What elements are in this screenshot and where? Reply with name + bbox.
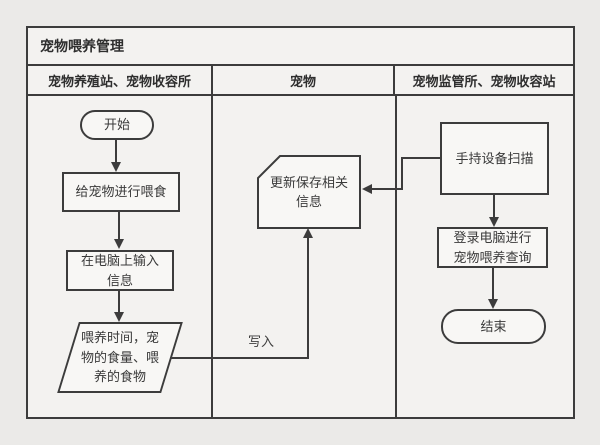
node-label: 开始 <box>103 117 130 133</box>
node-label: 登录电脑进行宠物喂养查询 <box>453 230 532 265</box>
node-feed-pet: 给宠物进行喂食 <box>62 172 180 212</box>
arrowhead-down-icon <box>114 312 124 322</box>
arrowhead-up-icon <box>303 228 313 238</box>
edge-segment <box>170 357 309 359</box>
edge-segment <box>372 188 403 190</box>
lane-divider-2 <box>395 96 397 417</box>
node-label-wrap: 更新保存相关信息 <box>257 155 361 229</box>
node-handheld-scan: 手持设备扫描 <box>440 122 549 195</box>
lane-header-row: 宠物养殖站、宠物收容所 宠物 宠物监管所、宠物收容站 <box>28 66 573 96</box>
arrowhead-down-icon <box>489 217 499 227</box>
node-end: 结束 <box>441 309 546 344</box>
node-input-info-on-computer: 在电脑上输入信息 <box>66 250 174 291</box>
node-label: 给宠物进行喂食 <box>75 184 167 200</box>
node-label: 更新保存相关信息 <box>269 174 348 210</box>
node-start: 开始 <box>80 110 154 140</box>
arrowhead-left-icon <box>362 184 372 194</box>
arrowhead-down-icon <box>488 299 498 309</box>
edge-segment <box>492 267 494 300</box>
lane-divider-1 <box>211 96 213 417</box>
lane-header-pet: 宠物 <box>213 66 395 94</box>
node-login-query: 登录电脑进行宠物喂养查询 <box>437 227 548 268</box>
lane-label: 宠物养殖站、宠物收容所 <box>47 73 191 89</box>
edge-segment <box>493 195 495 218</box>
edge-label-write: 写入 <box>248 334 275 349</box>
node-label: 手持设备扫描 <box>455 150 534 166</box>
node-label-wrap: 喂养时间，宠物的食量、喂养的食物 <box>57 322 183 393</box>
edge-segment <box>118 211 120 240</box>
node-label: 结束 <box>480 318 507 334</box>
diagram-title-bar: 宠物喂养管理 <box>28 28 573 66</box>
edge-segment <box>115 139 117 163</box>
edge-segment <box>307 237 309 359</box>
edge-segment <box>118 291 120 313</box>
lane-header-supervision-station: 宠物监管所、宠物收容站 <box>395 66 573 94</box>
diagram-title: 宠物喂养管理 <box>40 38 124 54</box>
edge-segment <box>401 157 403 190</box>
edge-segment <box>401 157 440 159</box>
node-feeding-data-parallelogram: 喂养时间，宠物的食量、喂养的食物 <box>57 322 183 393</box>
node-update-save-info: 更新保存相关信息 <box>257 155 361 229</box>
arrowhead-down-icon <box>111 162 121 172</box>
arrowhead-down-icon <box>114 239 124 249</box>
lane-label: 宠物 <box>289 73 316 89</box>
node-label: 喂养时间，宠物的食量、喂养的食物 <box>80 330 159 385</box>
lane-header-breeding-station: 宠物养殖站、宠物收容所 <box>28 66 213 94</box>
lane-label: 宠物监管所、宠物收容站 <box>412 73 556 89</box>
node-label: 在电脑上输入信息 <box>80 253 159 288</box>
